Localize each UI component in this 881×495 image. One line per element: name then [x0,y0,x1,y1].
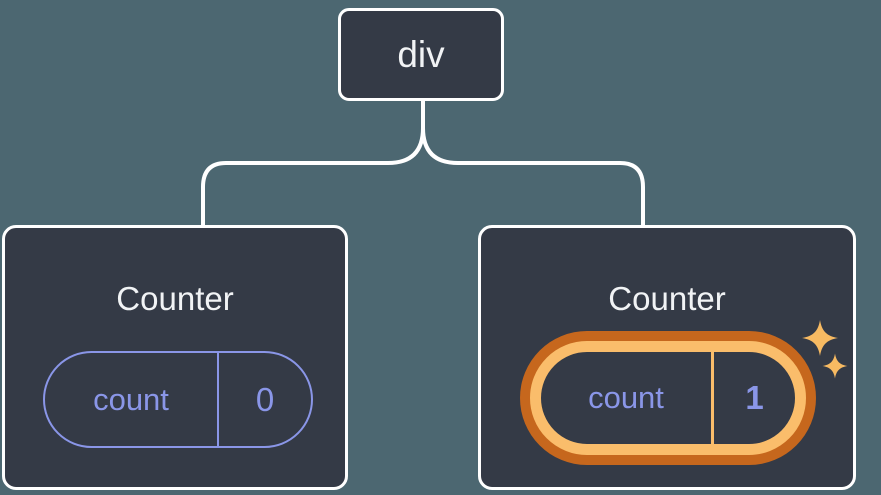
state-pill-left: count 0 [43,351,313,448]
state-key-label-left: count [93,381,169,417]
sparkle-icon [802,320,848,379]
counter-left-title: Counter [116,280,234,317]
state-key-label-right: count [588,380,664,415]
counter-right-title: Counter [608,280,726,317]
sparkle-icon-large [802,320,838,356]
state-value-left: 0 [217,353,311,446]
root-node-label: div [397,34,445,75]
root-node-div: div [338,8,504,101]
sparkle-icon-small [822,353,848,379]
connector-branch-right [421,99,645,228]
counter-card-right: Counter count 1 [478,225,856,490]
state-pill-right-highlighted: count 1 [530,341,806,455]
connector-branch-left [201,99,425,228]
counter-card-left: Counter count 0 [2,225,348,490]
state-value-right: 1 [711,352,795,444]
